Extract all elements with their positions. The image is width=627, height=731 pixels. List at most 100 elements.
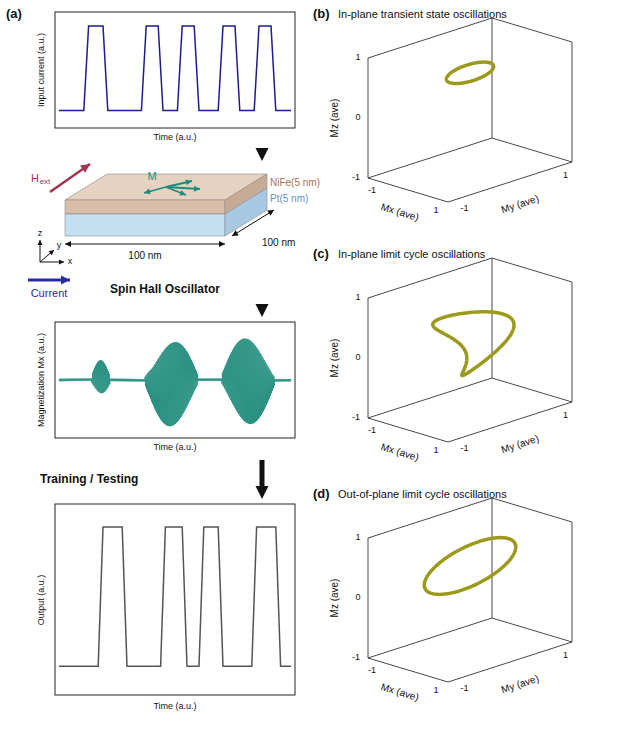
tick-label: -1 [352, 173, 360, 183]
phase-plot-3d [368, 18, 572, 202]
pt-layer [65, 214, 225, 236]
arrow-line [40, 250, 54, 262]
arrow-head [219, 241, 225, 247]
device-panel: NiFe(5 nm)Pt(5 nm)Spin Hall Oscillator [20, 162, 305, 302]
axis-title: Mx (ave) [380, 441, 420, 463]
tick-label: 0 [355, 353, 360, 363]
panel-letter: (a) [6, 7, 22, 21]
layer-label: Pt(5 nm) [270, 193, 308, 204]
arrow-line [65, 244, 225, 245]
device-label: H [31, 172, 39, 184]
panel-title: In-plane transient state oscillations [338, 8, 507, 20]
device-label: 100 nm [128, 250, 161, 261]
plot-frame [55, 12, 295, 128]
arrow-head [61, 276, 70, 285]
axis-title: Time (a.u.) [153, 443, 196, 453]
flow-arrow [256, 304, 269, 317]
layer-label: NiFe(5 nm) [270, 177, 320, 188]
tick-label: -1 [352, 413, 360, 423]
arrow-head [144, 189, 151, 195]
tick-label: -1 [368, 186, 376, 196]
tick-label: 0 [355, 593, 360, 603]
axis-title: My (ave) [500, 673, 540, 695]
trajectory [424, 538, 515, 595]
signal-plot: Input current (a.u.) Time (a.u.) [20, 8, 300, 148]
magnetization-signal [59, 339, 291, 427]
flow-arrow [256, 460, 269, 499]
signal-plot: Magnetization Mx (a.u.) Time (a.u.) [20, 318, 300, 458]
panel-title: Out-of-plane limit cycle oscillations [338, 488, 507, 500]
trajectory [446, 62, 493, 83]
trajectory [433, 312, 514, 376]
device-label: z [38, 229, 43, 239]
plot-area [20, 8, 300, 168]
axis-title: Magnetization Mx (a.u.) [37, 333, 47, 427]
axis-title: Input current (a.u.) [37, 33, 47, 107]
tick-label: 1 [355, 533, 360, 543]
tick-label: 1 [563, 171, 568, 181]
tick-label: 0 [355, 113, 360, 123]
device-label: Current [31, 287, 68, 299]
tick-label: -1 [460, 684, 468, 694]
arrow-head [65, 241, 71, 247]
device-label: 100 nm [262, 237, 295, 248]
device-label: ext [40, 178, 51, 187]
tick-label: -1 [460, 444, 468, 454]
step-label: Training / Testing [40, 473, 138, 486]
arrow-head [179, 190, 186, 196]
pt-side [225, 188, 267, 236]
axis-title: Time (a.u.) [153, 133, 196, 143]
panel-letter: (c) [313, 247, 329, 261]
arrow-line [232, 210, 274, 236]
tick-label: -1 [368, 426, 376, 436]
axis-title: Mx (ave) [380, 201, 420, 223]
tick-label: 1 [355, 53, 360, 63]
arrow-head [256, 486, 269, 499]
arrow-head [232, 230, 239, 236]
plot-frame [55, 504, 295, 695]
axis-title: Mx (ave) [380, 681, 420, 703]
panel-letter: (b) [313, 7, 330, 21]
layer-label: Spin Hall Oscillator [110, 283, 220, 296]
tick-label: -1 [460, 204, 468, 214]
plot-area [20, 500, 300, 731]
tick-label: 1 [433, 446, 438, 456]
arrow-head [194, 186, 200, 192]
phase-plot-3d [368, 258, 572, 442]
input-signal [59, 26, 291, 111]
tick-label: 1 [563, 651, 568, 661]
device-label: M [147, 170, 156, 182]
panel-title: In-plane limit cycle oscillations [338, 248, 485, 260]
axis-title: Output (a.u.) [37, 575, 47, 626]
arrow-head [38, 240, 43, 245]
arrow-head [256, 304, 269, 317]
signal-plot: Output (a.u.) Time (a.u.) [20, 500, 300, 720]
axis-title: Time (a.u.) [153, 702, 196, 712]
panel-letter: (d) [313, 487, 330, 501]
phase-plot-3d [368, 498, 572, 682]
axis-title: Mz (ave) [329, 99, 340, 138]
output-signal [59, 527, 291, 666]
nife-layer [65, 200, 225, 214]
tick-label: 1 [433, 206, 438, 216]
arrow-head [267, 210, 274, 216]
flow-arrow [256, 148, 269, 161]
plot-area [20, 318, 300, 478]
tick-label: -1 [368, 666, 376, 676]
axis-title: My (ave) [500, 193, 540, 215]
axis-title: My (ave) [500, 433, 540, 455]
tick-label: -1 [352, 653, 360, 663]
arrow-head [59, 260, 64, 265]
arrow-head [80, 164, 90, 173]
axis-title: Mz (ave) [329, 579, 340, 618]
device-label: x [68, 257, 73, 267]
arrow-head [49, 250, 54, 255]
axis-title: Mz (ave) [329, 339, 340, 378]
tick-label: 1 [563, 411, 568, 421]
arrow-head [185, 179, 192, 185]
tick-label: 1 [433, 686, 438, 696]
device-label: y [57, 241, 62, 251]
arrow-line [50, 164, 90, 192]
